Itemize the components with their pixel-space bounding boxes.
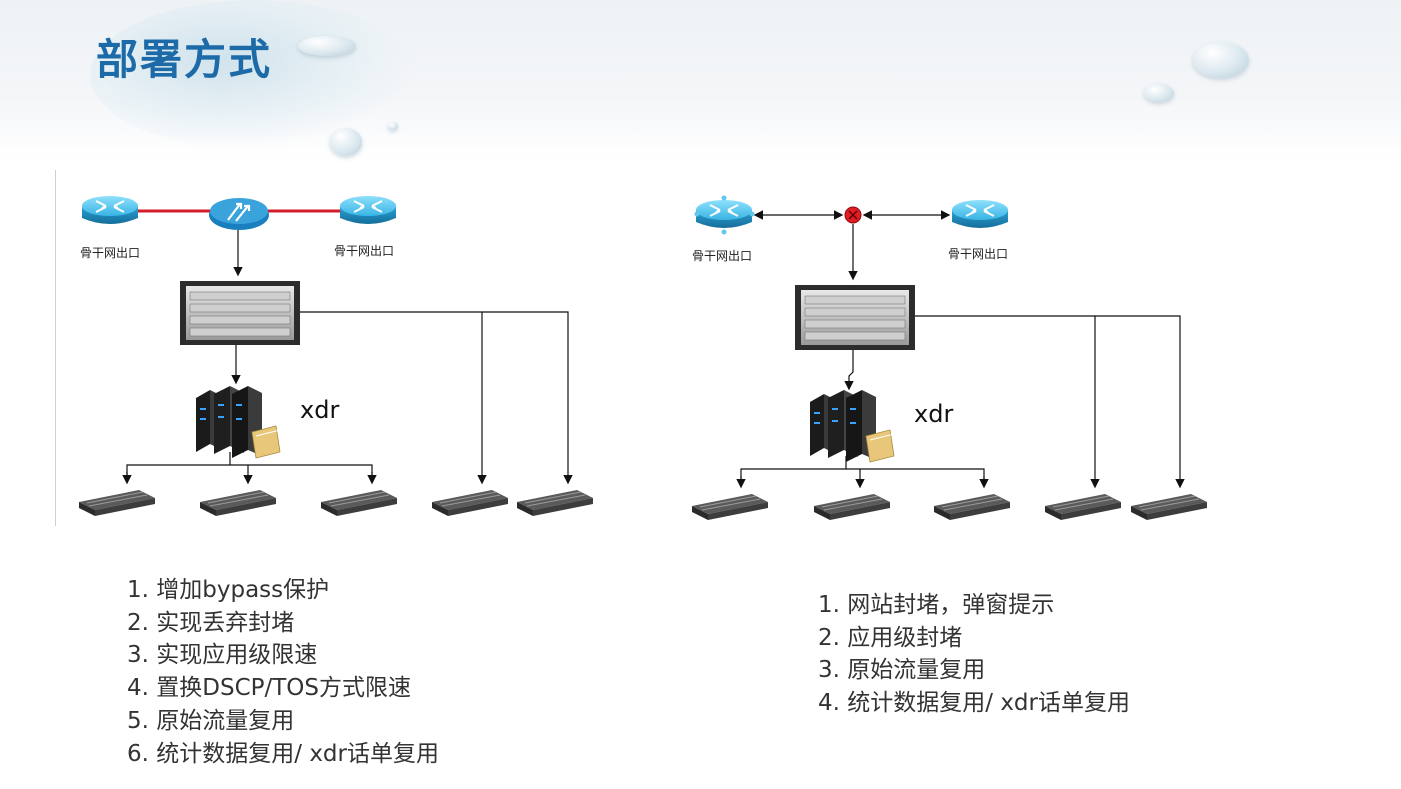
dpi-chassis-icon [180, 281, 300, 345]
right-diagram-graphics [692, 195, 1207, 520]
water-drop-decoration [1144, 84, 1174, 102]
list-item: 2. 应用级封堵 [818, 624, 963, 651]
rack-server-icon [934, 494, 1010, 520]
bypass-switch-icon [209, 198, 269, 230]
water-splash-decoration [90, 0, 420, 150]
rack-server-icon [692, 494, 768, 520]
router-icon [696, 200, 752, 228]
left-diagram-graphics [79, 196, 593, 516]
right-deployment-diagram: 骨干网出口 骨干网出口 xdr [692, 195, 1207, 520]
list-item: 4. 置换DSCP/TOS方式限速 [127, 675, 411, 702]
list-item: 1. 网站封堵，弹窗提示 [818, 592, 1055, 618]
water-drop-decoration [388, 122, 398, 130]
list-item: 2. 实现丢弃封堵 [127, 609, 295, 636]
rack-server-icon [1131, 494, 1207, 520]
selection-handles [694, 195, 755, 235]
block-node-icon [844, 206, 862, 224]
router-icon [340, 196, 396, 224]
xdr-label: xdr [914, 400, 954, 428]
divider-line [55, 170, 56, 526]
xdr-label: xdr [300, 396, 340, 424]
water-drop-decoration [330, 128, 362, 156]
router-label: 骨干网出口 [80, 246, 141, 260]
router-label: 骨干网出口 [948, 247, 1009, 261]
left-deployment-diagram: 骨干网出口 骨干网出口 xdr [0, 0, 700, 540]
water-drop-decoration [298, 36, 356, 56]
list-item: 4. 统计数据复用/ xdr话单复用 [818, 690, 1130, 717]
rack-server-icon [517, 490, 593, 516]
rack-server-icon [1045, 494, 1121, 520]
list-item: 5. 原始流量复用 [127, 707, 295, 734]
xdr-server-icon [196, 386, 281, 459]
list-item: 3. 原始流量复用 [818, 657, 986, 684]
dpi-chassis-icon [795, 285, 915, 350]
left-feature-list: 1. 增加bypass保护 2. 实现丢弃封堵 3. 实现应用级限速 4. 置换… [127, 574, 439, 770]
router-icon [82, 196, 138, 224]
rack-server-icon [200, 490, 276, 516]
list-item: 1. 增加bypass保护 [127, 577, 330, 603]
router-icon [952, 200, 1008, 228]
router-label: 骨干网出口 [334, 244, 395, 258]
rack-server-icon [432, 490, 508, 516]
rack-server-icon [321, 490, 397, 516]
list-item: 6. 统计数据复用/ xdr话单复用 [127, 740, 439, 767]
router-label: 骨干网出口 [692, 249, 753, 263]
right-feature-list: 1. 网站封堵，弹窗提示 2. 应用级封堵 3. 原始流量复用 4. 统计数据复… [818, 589, 1130, 720]
xdr-server-icon [810, 390, 895, 463]
rack-server-icon [79, 490, 155, 516]
rack-server-icon [814, 494, 890, 520]
water-drop-decoration [1193, 42, 1249, 78]
page-title: 部署方式 [96, 35, 273, 84]
list-item: 3. 实现应用级限速 [127, 642, 318, 669]
